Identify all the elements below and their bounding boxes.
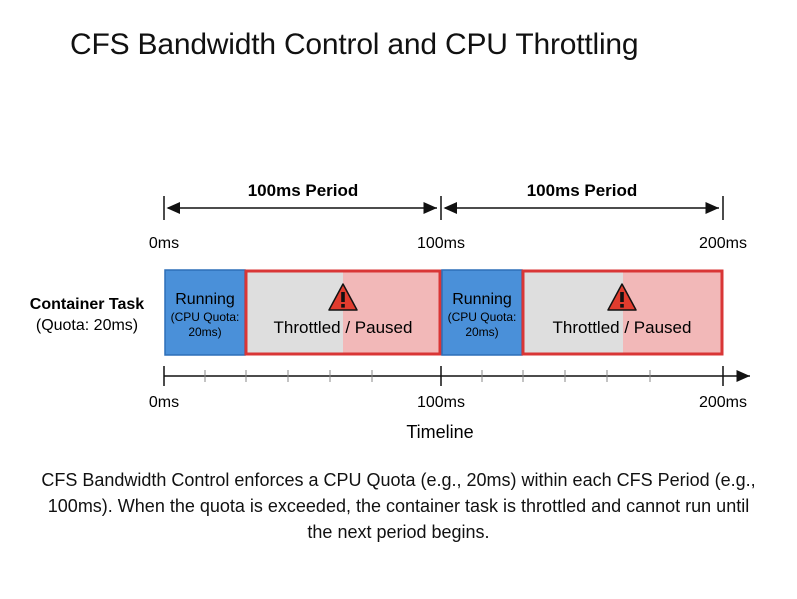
running-sub1-2: (CPU Quota: bbox=[448, 310, 517, 324]
bottom-tick-200: 200ms bbox=[699, 394, 747, 411]
row-label: Container Task bbox=[30, 296, 145, 313]
running-sub1-1: (CPU Quota: bbox=[171, 310, 240, 324]
period-2-bar: Running (CPU Quota: 20ms) Throttled / Pa… bbox=[441, 269, 724, 356]
running-label-2: Running bbox=[452, 291, 512, 308]
running-sub2-1: 20ms) bbox=[188, 325, 221, 339]
bottom-tick-0: 0ms bbox=[149, 394, 179, 411]
running-sub2-2: 20ms) bbox=[465, 325, 498, 339]
period-label-1: 100ms Period bbox=[248, 181, 359, 200]
page-title: CFS Bandwidth Control and CPU Throttling bbox=[70, 28, 639, 61]
period-label-2: 100ms Period bbox=[527, 181, 638, 200]
throttled-label-1: Throttled / Paused bbox=[274, 318, 413, 337]
period-arrow-2 bbox=[440, 196, 724, 220]
throttled-label-2: Throttled / Paused bbox=[553, 318, 692, 337]
period-arrow-1 bbox=[163, 196, 437, 220]
top-tick-0: 0ms bbox=[149, 235, 179, 252]
running-label-1: Running bbox=[175, 291, 235, 308]
timeline-axis bbox=[163, 366, 750, 386]
row-sublabel: (Quota: 20ms) bbox=[36, 317, 138, 334]
top-tick-200: 200ms bbox=[699, 235, 747, 252]
cfs-diagram: 100ms Period 100ms Period 0ms 100ms 200m… bbox=[30, 181, 750, 442]
running-block-1 bbox=[164, 269, 246, 356]
axis-label: Timeline bbox=[406, 422, 473, 442]
period-1-bar: Running (CPU Quota: 20ms) Throttled / Pa… bbox=[164, 269, 442, 356]
caption: CFS Bandwidth Control enforces a CPU Quo… bbox=[41, 470, 756, 542]
top-tick-100: 100ms bbox=[417, 235, 465, 252]
bottom-tick-100: 100ms bbox=[417, 394, 465, 411]
